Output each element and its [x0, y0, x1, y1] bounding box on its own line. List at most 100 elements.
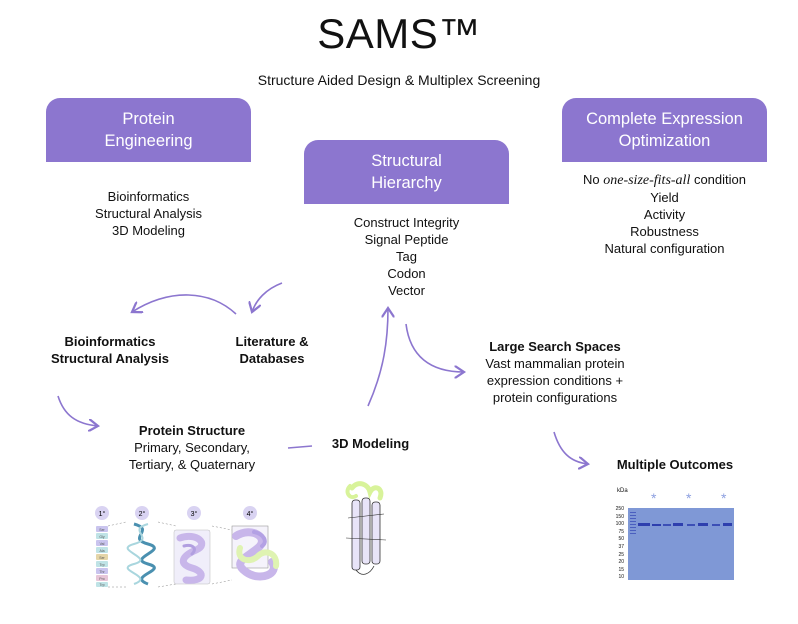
large-search-line3: protein configurations: [492, 390, 618, 405]
zoom-lines: [107, 521, 233, 588]
list-item: Signal Peptide: [364, 232, 449, 247]
list-item: Activity: [643, 207, 686, 222]
gel-ladder-bands: [630, 512, 636, 534]
secondary-helix: [126, 522, 156, 586]
aa-label: Gly: [99, 535, 105, 539]
aa-label: Ser: [99, 556, 105, 560]
level-3-label: 3°: [191, 510, 198, 518]
structural-hierarchy-line2: Hierarchy: [371, 174, 442, 192]
list-item: Tag: [396, 249, 417, 264]
large-search-heading: Large Search Spaces: [489, 339, 621, 354]
aa-label: Ser: [99, 528, 105, 532]
ladder-label: 75: [618, 528, 624, 535]
gel-band: [663, 524, 671, 526]
gel-band: [673, 523, 683, 526]
level-badges: 1° 2° 3° 4°: [95, 506, 257, 520]
bioinformatics-label: Bioinformatics Structural Analysis: [40, 333, 180, 367]
gel-unit: kDa: [617, 488, 628, 494]
aa-label: Trp: [99, 563, 104, 567]
protein-structure-line2: Tertiary, & Quaternary: [128, 457, 256, 472]
list-item: 3D Modeling: [112, 223, 185, 238]
level-2-label: 2°: [139, 510, 146, 518]
gel-star: *: [686, 490, 692, 506]
gel-band: [652, 524, 661, 526]
arrow-structure-to-modeling: [287, 445, 313, 449]
list-item: Robustness: [630, 224, 699, 239]
literature-line1: Literature &: [235, 334, 309, 349]
list-item: Yield: [650, 190, 679, 205]
list-item: Codon: [387, 266, 426, 281]
list-item: Vector: [388, 283, 425, 298]
arrow-hierarchy-to-search: [405, 323, 464, 372]
expression-optimization-line1: Complete Expression: [586, 110, 743, 128]
tertiary-fold: [173, 529, 211, 585]
protein-engineering-box: Protein Engineering: [46, 98, 251, 162]
level-4-label: 4°: [247, 510, 254, 518]
quaternary-complex: [231, 525, 280, 581]
protein-structure-illustration: 1° 2° 3° 4° Ser Gly Val Ala Ser Trp Thr …: [95, 506, 280, 588]
literature-line2: Databases: [239, 351, 305, 366]
protein-engineering-list: Bioinformatics Structural Analysis 3D Mo…: [46, 188, 251, 239]
ladder-label: 25: [618, 551, 624, 558]
aa-label: Val: [100, 542, 105, 546]
ladder-label: 150: [615, 513, 624, 520]
ladder-label: 15: [618, 566, 624, 573]
gel-star: *: [721, 490, 727, 506]
literature-label: Literature & Databases: [222, 333, 322, 367]
protein-engineering-line2: Engineering: [104, 132, 193, 150]
expression-optimization-box: Complete Expression Optimization: [562, 98, 767, 162]
primary-chain: Ser Gly Val Ala Ser Trp Thr Pro Trp: [96, 526, 108, 587]
protein-structure-line1: Primary, Secondary,: [134, 440, 250, 455]
list-item-first: No one-size-fits-all condition: [542, 171, 787, 189]
first-suffix: condition: [690, 172, 746, 187]
modeling-label: 3D Modeling: [331, 436, 410, 451]
protein-structure-heading: Protein Structure: [138, 423, 246, 438]
list-item: Structural Analysis: [95, 206, 202, 221]
bioinformatics-line1: Bioinformatics: [64, 334, 156, 349]
structural-hierarchy-line1: Structural: [371, 152, 442, 170]
ladder-label: 10: [618, 574, 624, 581]
gel-band: [638, 523, 650, 526]
structural-hierarchy-list: Construct Integrity Signal Peptide Tag C…: [304, 214, 509, 299]
aa-label: Pro: [99, 577, 105, 581]
arrow-search-to-outcomes: [553, 431, 588, 464]
gel-image: kDa * * * 250 150 100 75 50 37 25 20 15 …: [608, 488, 738, 584]
ladder-label: 37: [618, 543, 624, 550]
arrow-literature-to-bioinformatics: [132, 294, 237, 315]
page-title: SAMS™: [317, 10, 481, 57]
arrow-modeling-to-hierarchy: [367, 308, 388, 407]
list-item: Bioinformatics: [107, 189, 190, 204]
large-search-line2: expression conditions +: [486, 373, 624, 388]
expression-optimization-line2: Optimization: [618, 132, 711, 150]
ladder-label: 100: [615, 521, 624, 528]
arrow-hierarchy-to-literature: [252, 282, 283, 312]
gel-band: [698, 523, 708, 526]
gel-star: *: [651, 490, 657, 506]
large-search-label: Large Search Spaces Vast mammalian prote…: [480, 338, 630, 406]
level-1-label: 1°: [99, 510, 106, 518]
page-subtitle: Structure Aided Design & Multiplex Scree…: [257, 72, 541, 88]
gel-slab: [628, 508, 734, 580]
gel-ladder-labels: 250 150 100 75 50 37 25 20 15 10: [608, 506, 624, 582]
large-search-line1: Vast mammalian protein: [485, 356, 625, 371]
aa-label: Trp: [99, 583, 104, 587]
aa-label: Ala: [99, 549, 104, 553]
expression-optimization-list: No one-size-fits-all condition Yield Act…: [542, 171, 787, 257]
protein-structure-label: Protein Structure Primary, Secondary, Te…: [112, 422, 272, 473]
3d-model-illustration: [345, 481, 387, 575]
list-item: Natural configuration: [604, 241, 725, 256]
first-emphasis: one-size-fits-all: [603, 173, 691, 188]
ladder-label: 250: [615, 506, 624, 512]
gel-band: [687, 524, 695, 526]
bioinformatics-line2: Structural Analysis: [50, 351, 169, 366]
gel-band: [712, 524, 720, 526]
ladder-label: 20: [618, 559, 624, 566]
protein-engineering-line1: Protein: [122, 110, 175, 128]
multiple-outcomes-label: Multiple Outcomes: [616, 457, 734, 472]
gel-band: [723, 523, 732, 526]
list-item: Construct Integrity: [353, 215, 460, 230]
ladder-label: 50: [618, 536, 624, 543]
arrow-bioinformatics-to-structure: [57, 395, 98, 426]
first-prefix: No: [583, 172, 604, 187]
